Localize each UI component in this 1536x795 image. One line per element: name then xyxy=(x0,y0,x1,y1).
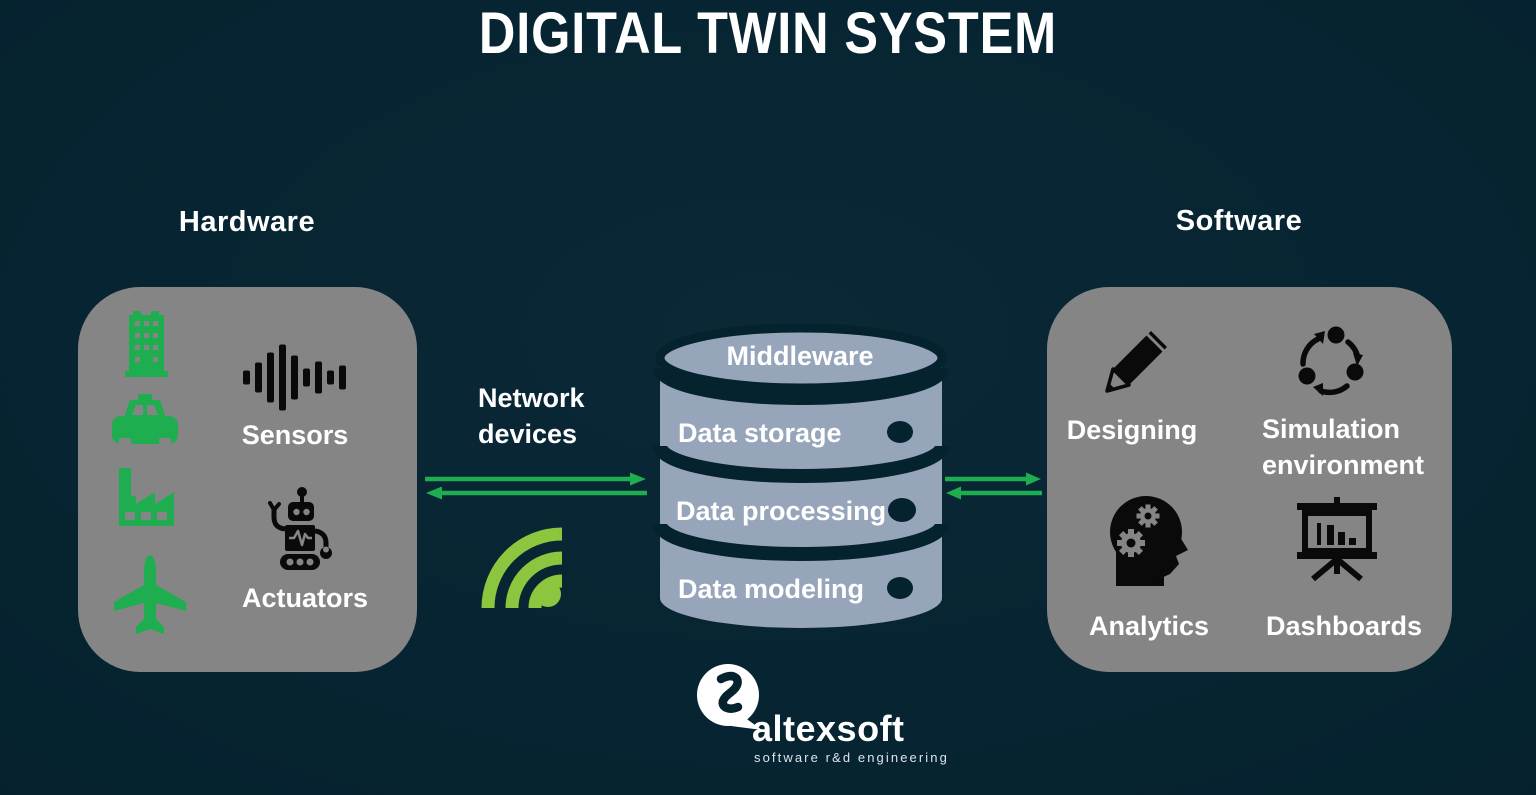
dashboard-icon xyxy=(1297,497,1377,582)
cycle-icon xyxy=(1298,326,1364,396)
data-modeling-label: Data modeling xyxy=(678,574,865,604)
double-arrow-left-icon xyxy=(425,472,647,500)
factory-icon xyxy=(119,468,174,526)
head-gears-icon xyxy=(1110,496,1188,586)
hardware-heading: Hardware xyxy=(178,206,316,238)
page-title: DIGITAL TWIN SYSTEM xyxy=(478,1,1058,66)
database-cylinder-icon xyxy=(653,323,949,628)
double-arrow-right-icon xyxy=(945,472,1042,500)
airplane-icon xyxy=(114,555,186,634)
hardware-panel: Sensors xyxy=(78,287,417,672)
middleware-database: Middleware Data storage Data processing … xyxy=(650,318,950,638)
middleware-label: Middleware xyxy=(726,341,874,371)
sensors-label: Sensors xyxy=(241,420,349,450)
simulation-environment-label: Simulation environment xyxy=(1262,414,1425,480)
wifi-icon xyxy=(481,527,563,609)
data-processing-label: Data processing xyxy=(676,496,887,526)
dashboards-label: Dashboards xyxy=(1265,611,1423,641)
data-storage-label: Data storage xyxy=(678,418,842,448)
designing-label: Designing xyxy=(1066,415,1198,445)
software-panel: Designing Simulation environment xyxy=(1047,287,1452,672)
actuators-label: Actuators xyxy=(241,583,369,613)
altexsoft-logo-tagline: software r&d engineering xyxy=(754,750,949,765)
sound-wave-icon xyxy=(243,344,346,411)
analytics-label: Analytics xyxy=(1088,611,1210,641)
altexsoft-logo-text: altexsoft xyxy=(752,708,905,749)
network-devices-label: Network devices xyxy=(478,383,585,449)
car-icon xyxy=(112,394,178,446)
building-icon xyxy=(125,311,168,377)
pencil-icon xyxy=(1105,331,1167,393)
robot-icon xyxy=(268,487,332,570)
altexsoft-logo: altexsoft software r&d engineering xyxy=(694,660,947,770)
altexsoft-logo-mark-icon xyxy=(697,664,762,730)
software-heading: Software xyxy=(1175,205,1303,237)
